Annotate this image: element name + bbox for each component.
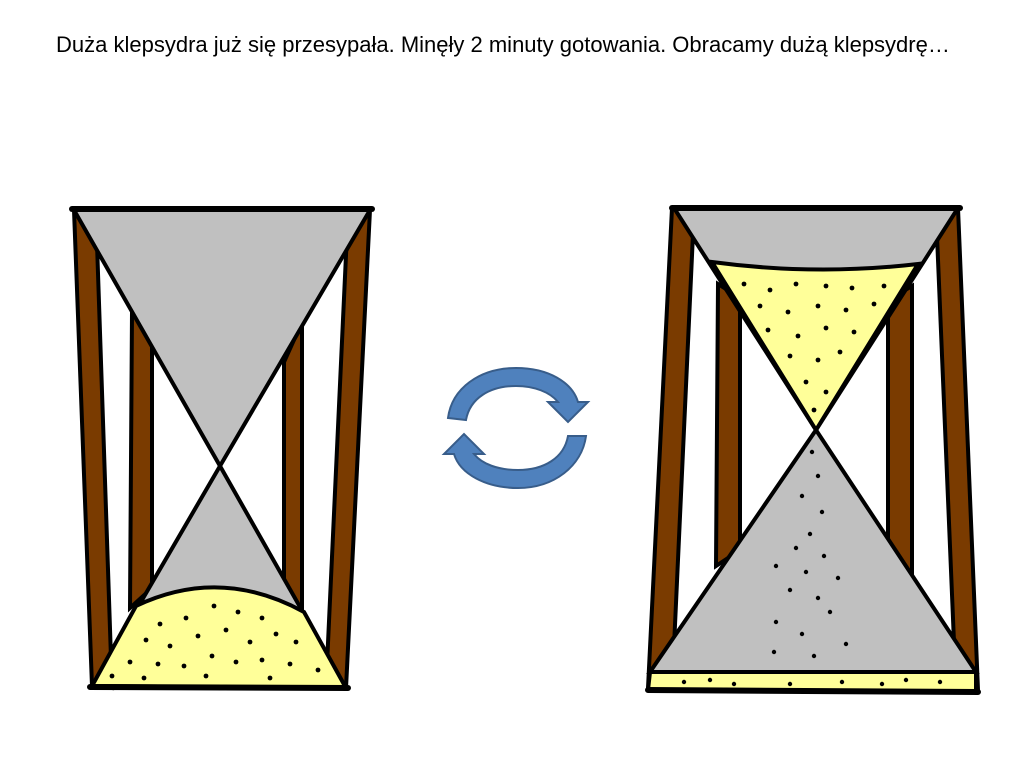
rotate-cycle-icon xyxy=(441,366,591,490)
hourglass-left xyxy=(69,206,375,691)
hourglass-right-bottom-bar xyxy=(645,687,981,695)
hourglass-right-falling-sand xyxy=(771,449,849,659)
hourglass-left-bottom-bar xyxy=(87,684,351,691)
rotate-arrow-top xyxy=(446,366,591,424)
hourglass-left-sand xyxy=(88,585,350,691)
hourglass-left-post-left xyxy=(71,207,115,691)
hourglass-right-top-sand-dots xyxy=(741,281,887,413)
hourglass-right xyxy=(645,205,981,695)
hourglass-right-base-sand-dots xyxy=(681,677,943,687)
hourglass-left-sand-dots xyxy=(109,603,321,681)
hourglass-left-inner-post-right xyxy=(282,321,304,618)
hourglass-left-post-right xyxy=(323,207,373,691)
hourglass-right-bottom-bulb xyxy=(646,426,980,674)
hourglass-left-top-bulb xyxy=(70,208,374,470)
hourglass-right-inner-post-left xyxy=(713,280,742,570)
slide-text: Duża klepsydra już się przesypała. Minęł… xyxy=(56,32,950,57)
rotate-arrow-bottom xyxy=(441,432,588,490)
hourglass-right-inner-post-right xyxy=(886,282,914,587)
hourglass-left-inner-post-left xyxy=(127,305,154,613)
hourglass-right-top-sand xyxy=(708,259,922,434)
